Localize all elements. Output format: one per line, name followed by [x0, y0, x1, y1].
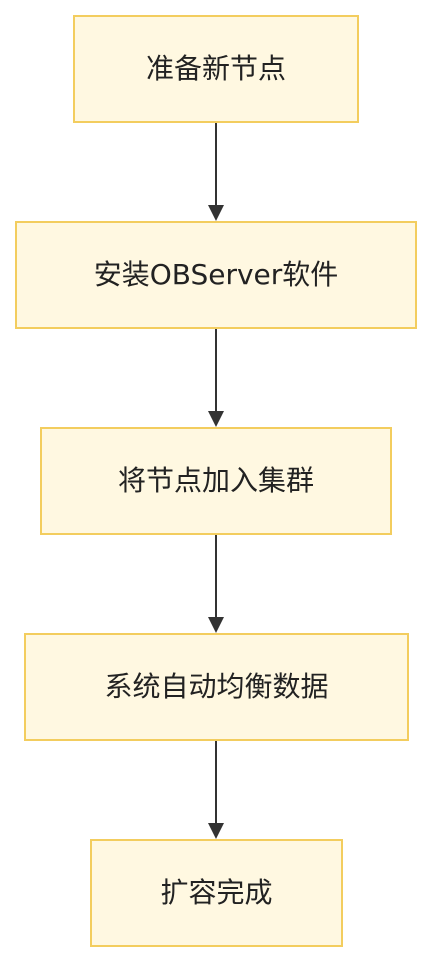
edge-line	[215, 123, 217, 208]
node-prepare-new-node: 准备新节点	[73, 15, 359, 123]
node-label: 将节点加入集群	[117, 464, 314, 497]
node-label: 扩容完成	[160, 876, 273, 909]
node-join-cluster: 将节点加入集群	[40, 427, 392, 535]
node-label: 系统自动均衡数据	[104, 670, 329, 703]
node-install-observer: 安装OBServer软件	[15, 221, 417, 329]
node-label: 安装OBServer软件	[93, 258, 339, 291]
arrowhead-icon	[208, 823, 224, 839]
edge-line	[215, 535, 217, 620]
node-scale-out-complete: 扩容完成	[90, 839, 343, 947]
node-label: 准备新节点	[145, 52, 286, 85]
arrowhead-icon	[208, 411, 224, 427]
arrowhead-icon	[208, 617, 224, 633]
arrowhead-icon	[208, 205, 224, 221]
node-auto-balance-data: 系统自动均衡数据	[24, 633, 409, 741]
edge-line	[215, 741, 217, 826]
edge-line	[215, 329, 217, 414]
